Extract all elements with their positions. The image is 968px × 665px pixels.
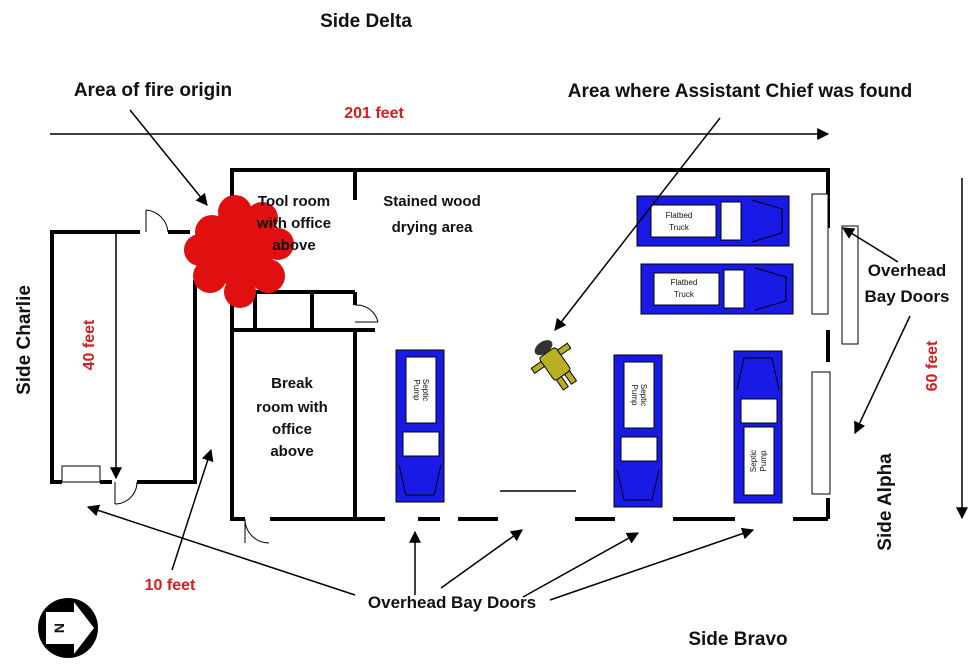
main-building-walls [230,168,830,521]
annex-depth-dimension-label: 40 feet [81,319,98,370]
fire-origin-marker [184,195,294,308]
flatbed-1-line-2: Truck [669,223,690,232]
side-charlie-label: Side Charlie [14,285,35,395]
septic-2-line-1: Septic [639,384,648,406]
tool-room-line-2: with office [256,215,331,232]
north-compass-label: N [51,623,67,633]
interior-doors [244,304,379,544]
fire-origin-label: Area of fire origin [74,80,232,101]
stained-wood-label: Stained wood drying area [383,193,481,236]
septic-3-line-2: Pump [759,450,768,471]
overhead-doors-right-label-1: Overhead [868,261,946,280]
septic-pump-truck-1: Septic Pump [395,349,445,503]
stained-wood-line-2: drying area [392,219,474,236]
tool-room-label: Tool room with office above [256,193,331,254]
depth-dimension-label: 60 feet [924,340,941,391]
tool-room-line-1: Tool room [258,193,330,210]
length-dimension-label: 201 feet [344,105,404,122]
side-alpha-label: Side Alpha [875,453,896,551]
overhead-doors-bottom-label: Overhead Bay Doors [368,593,536,612]
break-room-line-3: office [272,421,312,438]
overhead-doors-right-label-2: Bay Doors [864,287,949,306]
flatbed-1-line-1: Flatbed [666,211,693,220]
septic-pump-truck-2: Septic Pump [613,354,663,508]
break-room-line-4: above [270,443,313,460]
break-room-label: Break room with office above [256,375,328,460]
chief-found-label: Area where Assistant Chief was found [568,81,913,102]
annex-door [61,209,169,505]
annex-walls [50,230,210,484]
firefighter-marker [530,340,578,391]
stained-wood-line-1: Stained wood [383,193,481,210]
tool-room-line-3: above [272,237,315,254]
flatbed-2-line-2: Truck [674,290,695,299]
break-room-line-2: room with [256,399,328,416]
north-compass: N [38,598,98,658]
flatbed-truck-2: Flatbed Truck [640,263,794,315]
flatbed-truck-1: Flatbed Truck [636,195,790,247]
septic-2-line-2: Pump [630,385,639,406]
right-bay-doors [811,193,859,495]
side-delta-label: Side Delta [320,11,412,32]
septic-1-line-1: Septic [421,379,430,401]
break-room-line-1: Break [271,375,313,392]
flatbed-2-line-1: Flatbed [671,278,698,287]
septic-3-line-1: Septic [749,450,758,472]
septic-pump-truck-3: Septic Pump [733,350,783,504]
side-bravo-label: Side Bravo [688,629,787,650]
annex-width-dimension-label: 10 feet [145,577,196,594]
septic-1-line-2: Pump [412,380,421,401]
callout-pointers [86,109,911,601]
annex-width-pointer [171,448,214,571]
